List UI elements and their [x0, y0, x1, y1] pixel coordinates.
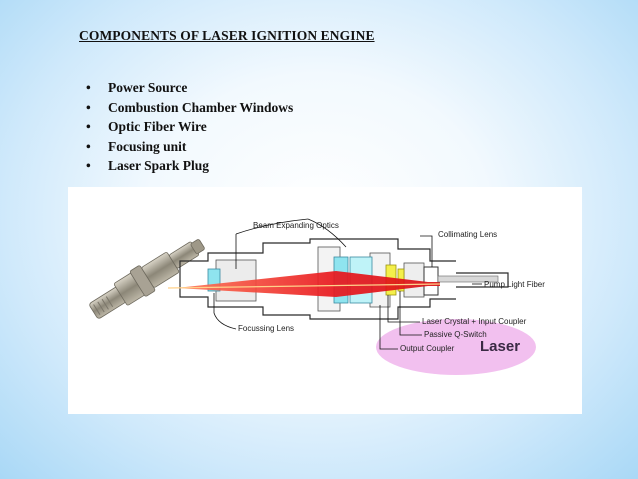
collimating-lens-block: [423, 266, 439, 296]
list-item: • Optic Fiber Wire: [86, 117, 293, 137]
list-item-label: Laser Spark Plug: [108, 158, 210, 173]
callout-lines: [213, 218, 482, 350]
list-item: • Power Source: [86, 78, 293, 98]
laser-crystal-label: Laser Crystal + Input Coupler: [422, 317, 527, 326]
passive-q-switch-label: Passive Q-Switch: [424, 330, 487, 339]
laser-beam: [176, 271, 440, 297]
list-item: • Focusing unit: [86, 137, 293, 157]
bullet-marker: •: [86, 119, 91, 134]
slide-title: COMPONENTS OF LASER IGNITION ENGINE: [79, 28, 375, 43]
pump-light-fiber-label: Pump Light Fiber: [484, 280, 545, 289]
list-item-label: Optic Fiber Wire: [108, 119, 207, 134]
list-item: • Laser Spark Plug: [86, 156, 293, 176]
output-coupler-label: Output Coupler: [400, 344, 455, 353]
bullet-marker: •: [86, 158, 91, 173]
laser-label: Laser: [480, 338, 521, 355]
bullet-marker: •: [86, 99, 91, 115]
spark-plug-photo: [89, 239, 205, 319]
diagram-drawing: [89, 218, 536, 375]
bullet-marker: •: [86, 138, 91, 154]
list-item: • Combustion Chamber Windows: [86, 98, 293, 118]
list-item-label: Power Source: [108, 80, 188, 95]
component-list: • Power Source • Combustion Chamber Window…: [86, 78, 293, 176]
list-item-label: Focusing unit: [108, 138, 187, 154]
list-item-label: Combustion Chamber Windows: [108, 99, 294, 115]
beam-expanding-optics-label: Beam Expanding Optics: [253, 221, 339, 230]
laser-spark-plug-diagram: Beam Expanding Optics Collimating Lens P…: [68, 187, 582, 414]
pump-fiber: [437, 275, 499, 283]
focussing-lens-label: Focussing Lens: [238, 324, 295, 333]
laser-beam-core: [167, 283, 441, 289]
bullet-marker: •: [86, 80, 91, 95]
collimating-lens-label: Collimating Lens: [438, 230, 498, 239]
laser-highlight: [376, 319, 536, 375]
